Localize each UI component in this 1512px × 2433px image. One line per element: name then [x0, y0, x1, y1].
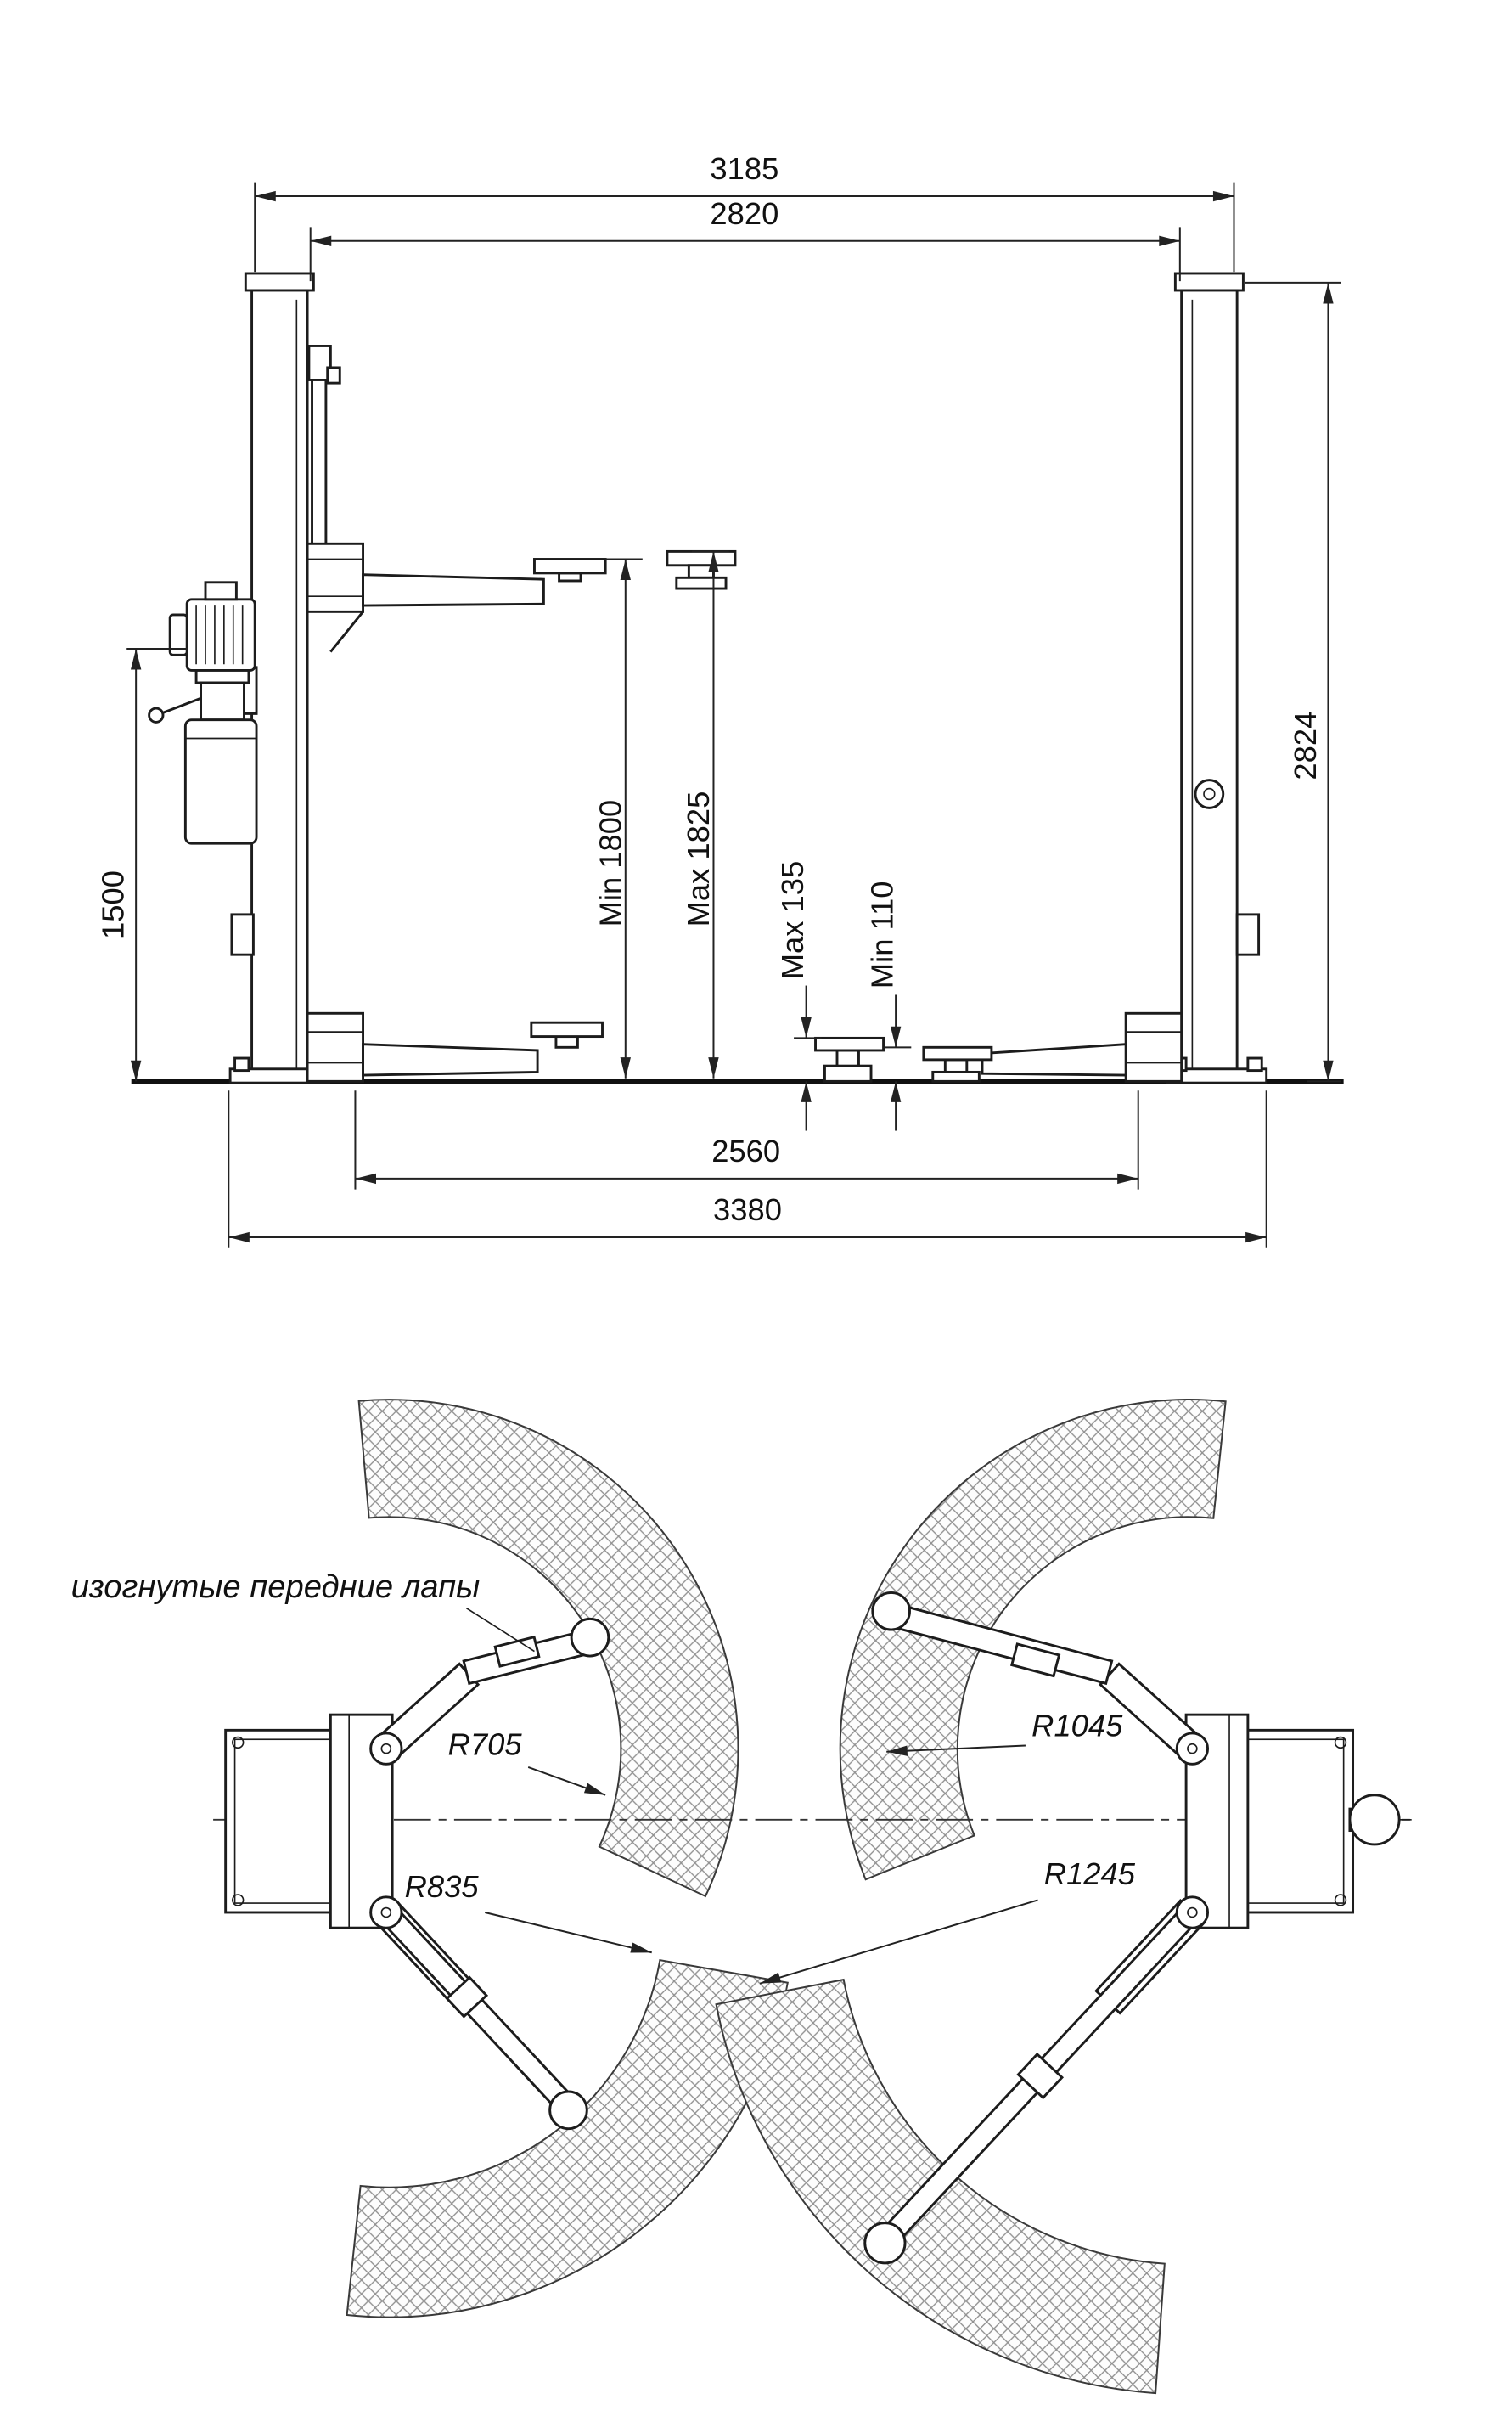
upper-arm-mount [306, 542, 365, 613]
radius-label-rear-right: R1245 [1044, 1856, 1136, 1891]
left-column [228, 272, 330, 1084]
front-arm-left-pad [570, 1617, 610, 1658]
front-arm-right-pad [871, 1591, 911, 1631]
dim-pad-height-max: Max 135 [775, 861, 822, 1131]
rear-arm-right-pad [863, 2222, 907, 2265]
dim-pad-height-min: Min 110 [864, 881, 912, 1131]
carriage-rail [311, 379, 328, 549]
carriage-left [306, 345, 365, 653]
top-view: изогнутые передние лапы R705 R835 R1045 … [71, 1399, 1412, 2395]
left-column-body [250, 289, 309, 1083]
upper-arm-bar [362, 573, 545, 607]
dim-bottom-inner-width: 2560 [354, 1090, 1139, 1190]
left-column-cap [244, 272, 315, 292]
pad-min-height [922, 1045, 993, 1062]
dim-3185-value: 3185 [710, 151, 778, 186]
upper-arm-pad [533, 558, 607, 575]
dim-powerunit-height: 1500 [96, 647, 188, 1082]
dim-lift-height-max: Max 1825 [681, 550, 729, 1079]
dim-column-height: 2824 [1245, 281, 1341, 1083]
lower-arm-bar-left [362, 1043, 539, 1077]
pad-max-height [814, 1036, 885, 1052]
motor-cap [168, 613, 188, 656]
dim-min-110-value: Min 110 [864, 881, 899, 988]
dim-max-1825-value: Max 1825 [681, 791, 716, 927]
radius-label-rear-left: R835 [405, 1869, 480, 1904]
front-view: 3185 2820 2824 1500 Min 1800 Ma [96, 151, 1344, 1248]
upper-arm-left [362, 558, 607, 607]
rear-arm-right [863, 1898, 1206, 2265]
reference-pad-max-lift [666, 549, 737, 590]
motor-junction-box [204, 581, 238, 601]
swing-band-rear-left [346, 1959, 789, 2318]
right-column-cap [1173, 272, 1245, 292]
max-pad-cap [666, 549, 737, 567]
pump-block [200, 681, 245, 722]
reference-pad-135 [814, 1036, 885, 1083]
dim-lift-height-min: Min 1800 [593, 558, 643, 1079]
power-unit [148, 581, 258, 845]
power-unit-plan [1348, 1794, 1401, 1846]
lower-arm-right [922, 1011, 1183, 1083]
left-plate-assembly [224, 1713, 394, 1929]
front-arms-label: изогнутые передние лапы [71, 1568, 480, 1605]
release-handle-knob [148, 707, 165, 724]
lower-arm-bar-right [981, 1043, 1127, 1077]
lower-arm-mount-left [306, 1011, 365, 1083]
right-column-body [1180, 289, 1239, 1083]
motor [185, 598, 256, 672]
dim-2824-value: 2824 [1288, 712, 1323, 780]
dim-3380-value: 3380 [713, 1192, 782, 1227]
dim-bottom-outer-width: 3380 [228, 1090, 1267, 1248]
dim-top-inner-width: 2820 [309, 196, 1181, 282]
arm-pivots [369, 1732, 1210, 1929]
rear-arm-left [374, 1900, 588, 2131]
annotation-front-arms: изогнутые передние лапы [71, 1568, 535, 1653]
oil-tank [183, 718, 258, 845]
lower-arm-mount-right [1124, 1011, 1183, 1083]
dim-top-outer-width: 3185 [254, 151, 1235, 273]
lower-arm-left [306, 1011, 604, 1083]
dim-max-135-value: Max 135 [775, 861, 810, 980]
right-latch-box [1235, 913, 1261, 956]
lower-arm-pad-left [530, 1021, 604, 1039]
front-arm-left [374, 1617, 610, 1761]
right-plate-assembly [1184, 1713, 1412, 1929]
swing-band-front-right [839, 1399, 1227, 1881]
right-column [1166, 272, 1268, 1084]
dim-1500-value: 1500 [96, 870, 131, 939]
cable-hole [1194, 779, 1225, 809]
dim-2560-value: 2560 [711, 1134, 780, 1169]
rear-arm-left-pad [548, 2090, 588, 2131]
left-latch-box [230, 913, 255, 956]
radius-labels: R705 R835 R1045 R1245 [405, 1709, 1136, 1985]
radius-label-front-right: R1045 [1031, 1709, 1123, 1743]
radius-label-front-left: R705 [448, 1726, 523, 1761]
swing-band-front-left [357, 1399, 739, 1898]
dim-2820-value: 2820 [710, 196, 778, 231]
dim-min-1800-value: Min 1800 [593, 800, 627, 927]
